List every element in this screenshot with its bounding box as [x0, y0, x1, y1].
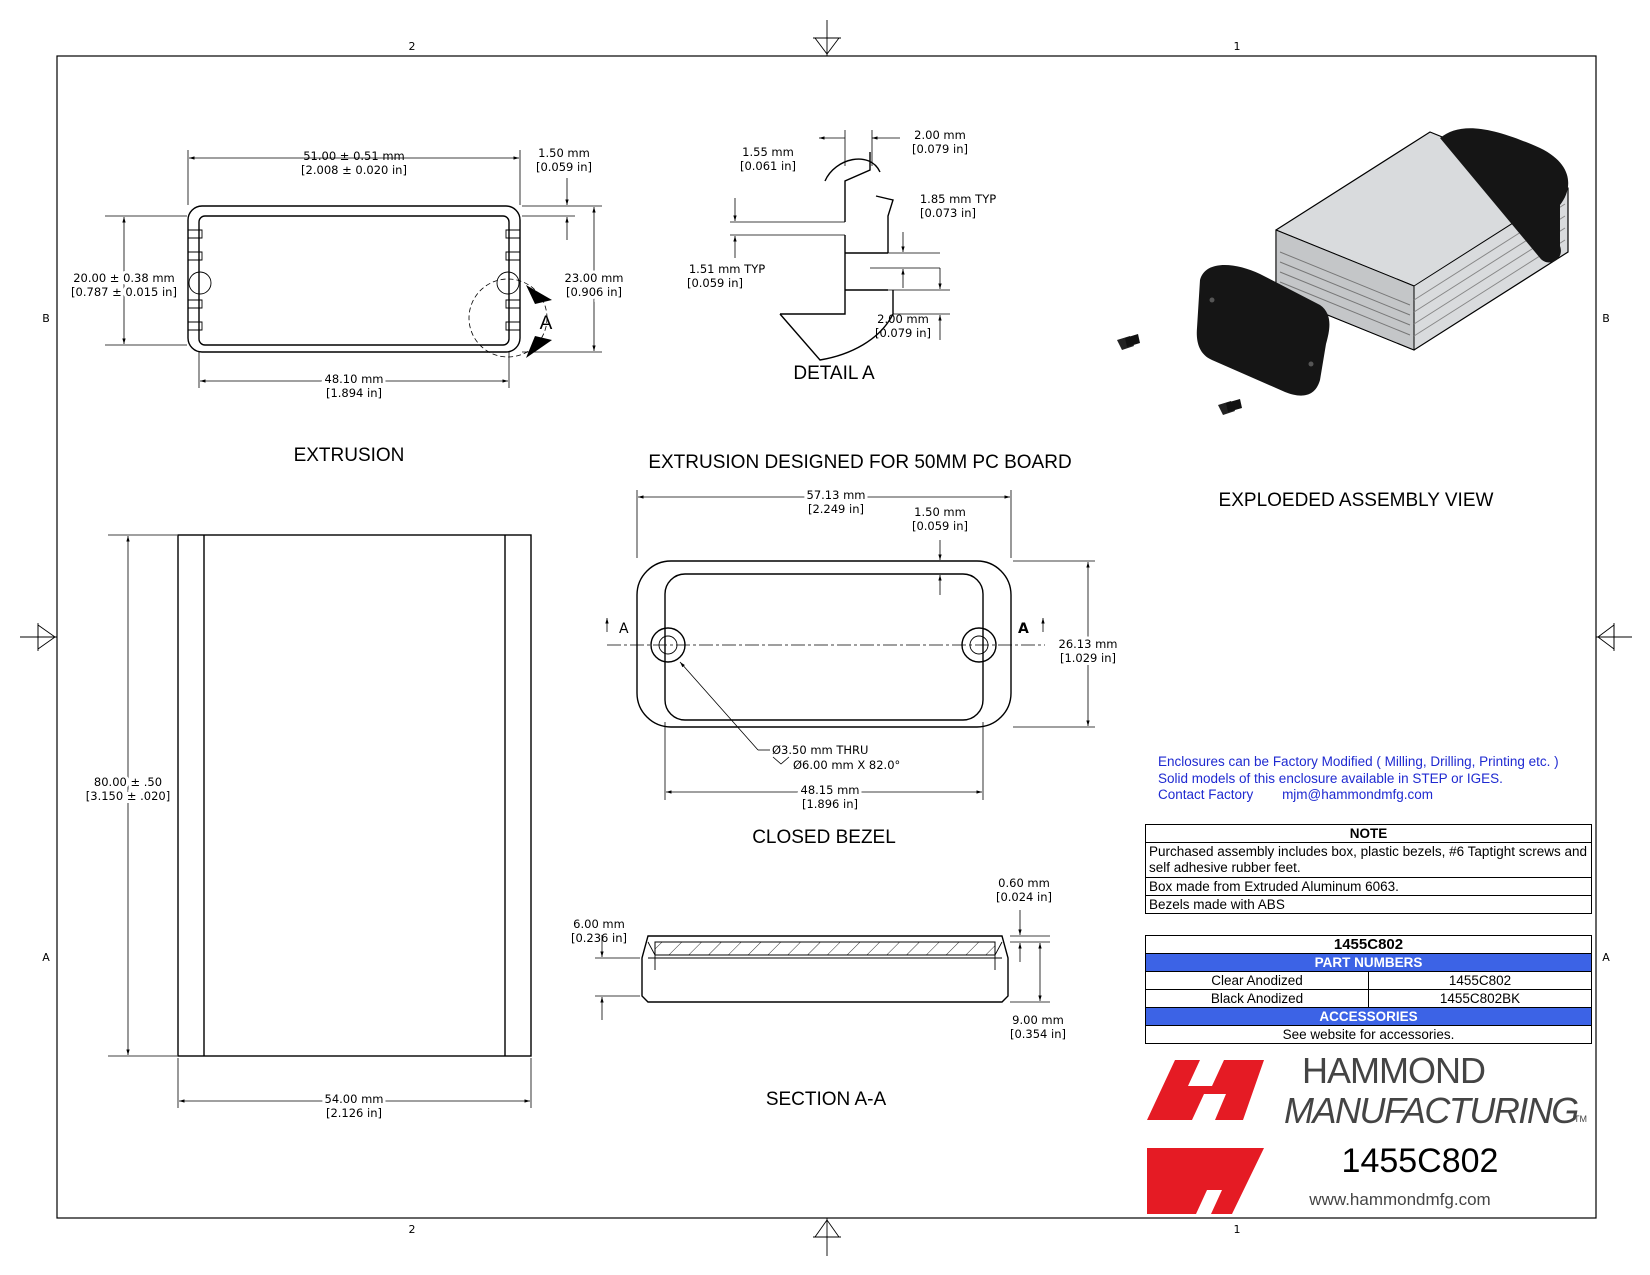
section-view: 6.00 mm [0.236 in] 0.60 mm [0.024 in] 9.… [571, 876, 1066, 1110]
section-d2-in-label: [0.024 in] [996, 890, 1052, 904]
factory-contact-label: Contact Factory [1158, 787, 1254, 802]
brand-name-line2: MANUFACTURING [1284, 1090, 1578, 1131]
zone-row-upper-left: B [42, 312, 50, 325]
detail-d4-in-label: [0.059 in] [687, 276, 743, 290]
side-width-in-label: [2.126 in] [326, 1106, 382, 1120]
section-d3-in-label: [0.354 in] [1010, 1027, 1066, 1041]
side-view: 80.00 ± .50 [3.150 ± .020] 54.00 mm [2.1… [83, 534, 532, 1120]
side-length-label: 80.00 ± .50 [94, 775, 162, 789]
bezel-width-label: 57.13 mm [807, 488, 866, 502]
detail-d3-label: 1.85 mm TYP [920, 192, 996, 206]
part-finish-cell: Black Anodized [1145, 989, 1369, 1008]
table-row: Black Anodized 1455C802BK [1145, 989, 1592, 1008]
zone-col-left-bottom: 2 [409, 1223, 416, 1236]
bezel-wall-label: 1.50 mm [914, 505, 966, 519]
detail-a-callout: A [540, 313, 553, 334]
part-numbers-header: PART NUMBERS [1145, 953, 1592, 972]
zone-col-left-top: 2 [409, 40, 416, 53]
factory-info: Enclosures can be Factory Modified ( Mil… [1158, 754, 1559, 804]
side-length-in-label: [3.150 ± .020] [86, 789, 170, 803]
extrusion-inner-height-in-label: [0.787 ± 0.015 in] [71, 285, 177, 299]
extrusion-bottom-in-label: [1.894 in] [326, 386, 382, 400]
section-d1-label: 6.00 mm [573, 917, 625, 931]
detail-d4-label: 1.51 mm TYP [689, 262, 765, 276]
zone-row-lower-right: A [1602, 951, 1610, 964]
section-d1-in-label: [0.236 in] [571, 931, 627, 945]
notes-table: NOTE Purchased assembly includes box, pl… [1145, 824, 1592, 914]
accessories-text: See website for accessories. [1145, 1025, 1592, 1044]
bezel-height-in-label: [1.029 in] [1060, 651, 1116, 665]
factory-contact-row: Contact Factory mjm@hammondmfg.com [1158, 787, 1559, 804]
factory-contact-email[interactable]: mjm@hammondmfg.com [1282, 787, 1434, 802]
accessories-header: ACCESSORIES [1145, 1007, 1592, 1026]
bezel-countersink-label: Ø6.00 mm X 82.0° [793, 758, 900, 772]
detail-d3-in-label: [0.073 in] [920, 206, 976, 220]
bezel-inner-in-label: [1.896 in] [802, 797, 858, 811]
extrusion-outer-height-in-label: [0.906 in] [566, 285, 622, 299]
detail-a-circle [468, 278, 548, 358]
part-number-cell: 1455C802 [1368, 971, 1592, 990]
extrusion-view: A 51.00 ± 0.51 mm [2.008 ± 0.020 in] 1.5… [68, 146, 626, 466]
detail-d5-label: 2.00 mm [877, 312, 929, 326]
section-d2-label: 0.60 mm [998, 876, 1050, 890]
hammond-logo-icon [1147, 1060, 1264, 1214]
note-item: Box made from Extruded Aluminum 6063. [1145, 877, 1592, 896]
extrusion-outer-height-label: 23.00 mm [565, 271, 624, 285]
exploded-assembly-view: EXPLOEDED ASSEMBLY VIEW [1117, 128, 1569, 511]
extrusion-inner-height-label: 20.00 ± 0.38 mm [73, 271, 175, 285]
section-title: SECTION A-A [766, 1089, 887, 1110]
bezel-wall-in-label: [0.059 in] [912, 519, 968, 533]
detail-d1-in-label: [0.061 in] [740, 159, 796, 173]
bezel-hole-label: Ø3.50 mm THRU [772, 743, 868, 757]
bezel-height-label: 26.13 mm [1059, 637, 1118, 651]
part-number-cell: 1455C802BK [1368, 989, 1592, 1008]
detail-d1-label: 1.55 mm [742, 145, 794, 159]
assembly-title: EXPLOEDED ASSEMBLY VIEW [1219, 490, 1494, 511]
factory-info-line1: Enclosures can be Factory Modified ( Mil… [1158, 754, 1559, 769]
brand-model: 1455C802 [1342, 1142, 1499, 1180]
extrusion-title: EXTRUSION [294, 445, 405, 466]
zone-col-right-top: 1 [1234, 40, 1241, 53]
bezel-title: CLOSED BEZEL [752, 827, 896, 848]
table-row: Clear Anodized 1455C802 [1145, 971, 1592, 990]
notes-header: NOTE [1145, 824, 1592, 843]
extrusion-width-in-label: [2.008 ± 0.020 in] [301, 163, 407, 177]
centering-mark-bottom [813, 1218, 841, 1256]
bezel-width-in-label: [2.249 in] [808, 502, 864, 516]
detail-d5-in-label: [0.079 in] [875, 326, 931, 340]
extrusion-bottom-label: 48.10 mm [325, 372, 384, 386]
brand-name-line1: HAMMOND [1302, 1050, 1485, 1091]
detail-d2-in-label: [0.079 in] [912, 142, 968, 156]
brand-website: www.hammondmfg.com [1308, 1190, 1490, 1209]
bezel-section-mark-right: A [1018, 621, 1029, 637]
detail-a-title: DETAIL A [793, 363, 875, 384]
note-item: Purchased assembly includes box, plastic… [1145, 842, 1592, 878]
side-width-label: 54.00 mm [325, 1092, 384, 1106]
bezel-inner-label: 48.15 mm [801, 783, 860, 797]
part-model-header: 1455C802 [1145, 935, 1592, 954]
bezel-section-mark-left: A [619, 621, 629, 637]
detail-d2-label: 2.00 mm [914, 128, 966, 142]
zone-col-right-bottom: 1 [1234, 1223, 1241, 1236]
closed-bezel-view: A A 57.13 mm [2.249 in] 1.50 mm [0.059 i… [605, 485, 1120, 848]
centering-mark-top [813, 20, 841, 56]
extrusion-wall-label: 1.50 mm [538, 146, 590, 160]
note-item: Bezels made with ABS [1145, 895, 1592, 914]
centering-mark-right [1596, 623, 1632, 651]
detail-a-view: 1.55 mm [0.061 in] 2.00 mm [0.079 in] 1.… [687, 128, 996, 384]
brand-tm: TM [1574, 1114, 1587, 1124]
section-d3-label: 9.00 mm [1012, 1013, 1064, 1027]
factory-info-line2: Solid models of this enclosure available… [1158, 770, 1503, 786]
centering-mark-left [20, 623, 57, 651]
part-numbers-table: 1455C802 PART NUMBERS Clear Anodized 145… [1145, 935, 1592, 1044]
zone-row-upper-right: B [1602, 312, 1610, 325]
banner-title: EXTRUSION DESIGNED FOR 50MM PC BOARD [648, 452, 1071, 473]
extrusion-wall-in-label: [0.059 in] [536, 160, 592, 174]
part-finish-cell: Clear Anodized [1145, 971, 1369, 990]
zone-row-lower-left: A [42, 951, 50, 964]
extrusion-width-label: 51.00 ± 0.51 mm [303, 149, 405, 163]
